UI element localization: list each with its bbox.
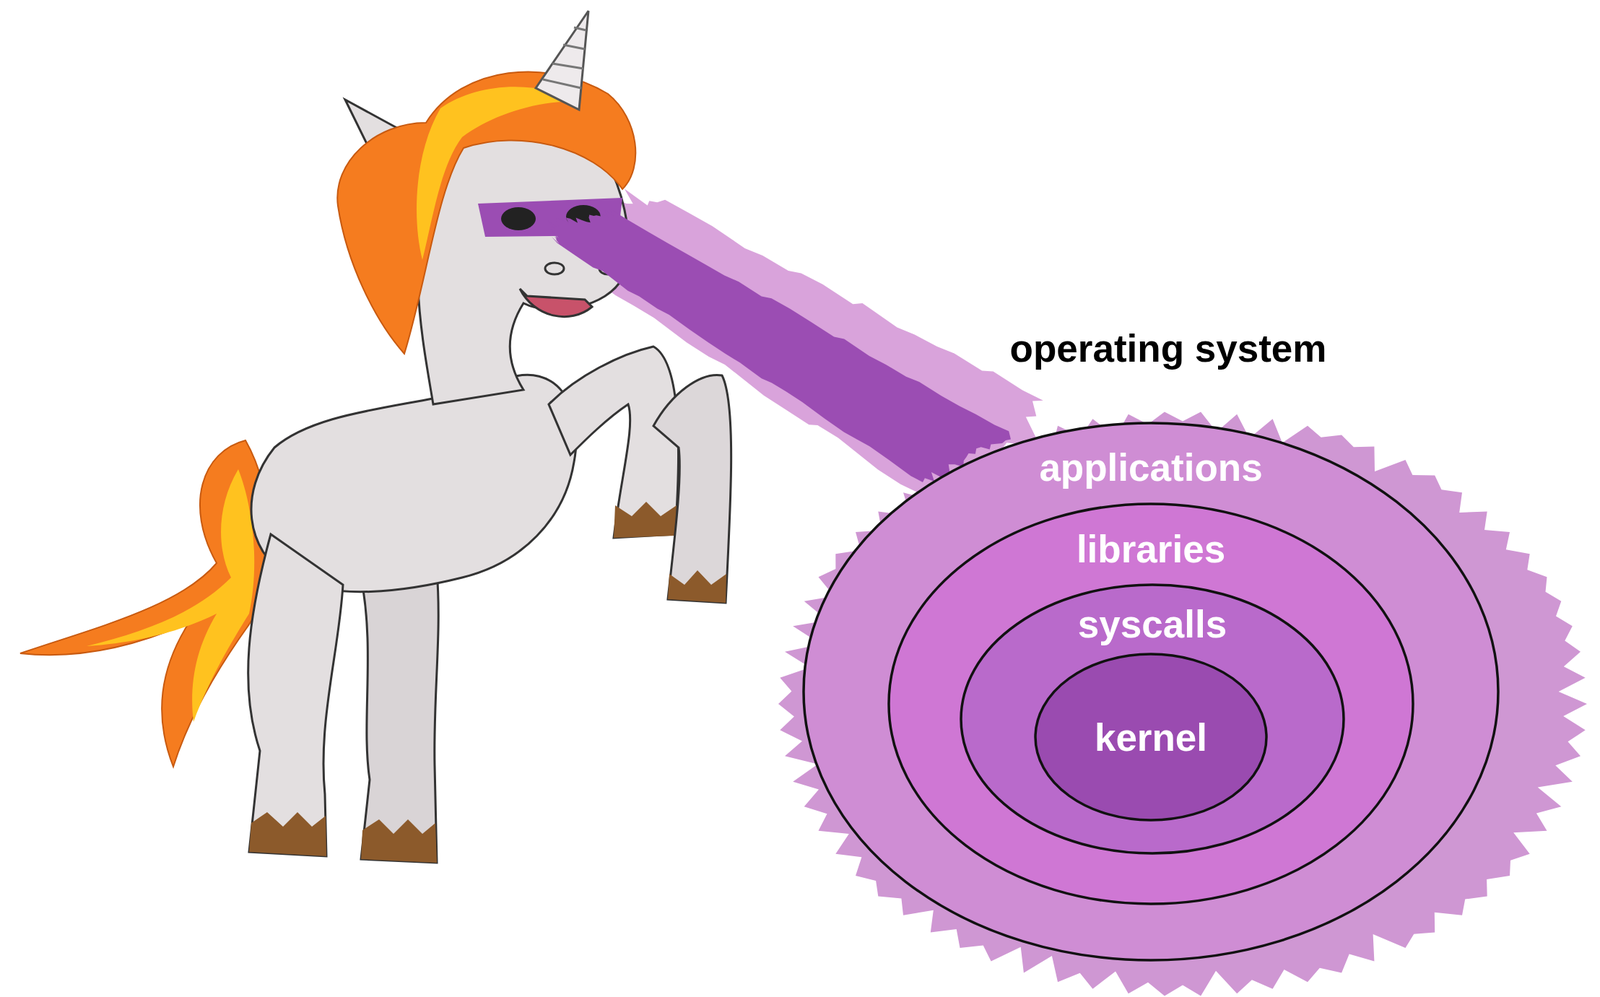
ellipse-fill xyxy=(803,423,1499,961)
front-leg xyxy=(548,346,679,538)
layer-label: applications xyxy=(802,448,1500,487)
layer-label: libraries xyxy=(887,529,1415,569)
horn-stripes xyxy=(542,27,587,89)
unicorn-horn xyxy=(535,10,589,110)
layer-label: syscalls xyxy=(959,605,1346,644)
hind-leg xyxy=(248,534,343,857)
nostril xyxy=(545,262,564,275)
layer-ellipse: kernel xyxy=(1033,652,1268,822)
layer-ellipse: syscalls kernel xyxy=(959,583,1346,855)
purple-glow xyxy=(543,189,1588,997)
diagram-title: operating system xyxy=(1010,329,1328,368)
front-leg xyxy=(653,374,732,603)
mouth xyxy=(519,288,593,317)
eye xyxy=(501,207,536,231)
tail-highlight xyxy=(86,469,255,723)
hoof xyxy=(613,501,677,538)
glow-cloud xyxy=(778,411,1588,996)
hoof xyxy=(361,819,437,863)
hoof xyxy=(249,812,327,857)
hoof xyxy=(667,570,727,603)
layer-ellipse: applications libraries syscalls kernel xyxy=(802,421,1500,962)
beam-core xyxy=(548,208,1011,484)
purple-beam xyxy=(548,208,1011,484)
layer-label: kernel xyxy=(1033,718,1268,757)
unicorn-tail xyxy=(20,440,271,767)
hind-leg xyxy=(361,570,439,863)
layer-ellipse: libraries syscalls kernel xyxy=(887,502,1415,906)
unicorn-mane xyxy=(337,71,636,354)
